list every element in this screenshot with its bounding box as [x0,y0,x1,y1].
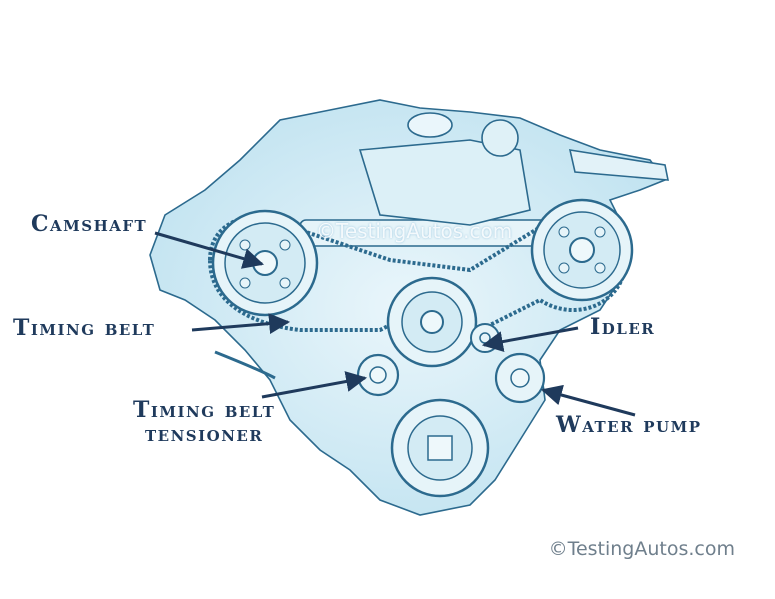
arrow-timing-belt [191,313,291,335]
label-tensioner-line2: tensioner [144,421,264,447]
arrow-camshaft [154,231,265,269]
arrow-tensioner [261,371,368,399]
oil-cap [407,112,453,138]
intake-manifold [568,149,669,181]
center-pulley [386,276,478,368]
label-camshaft: Camshaft [31,211,148,237]
camshaft-pulley-right [530,198,634,302]
label-timing-belt-tensioner: Timing belt tensioner [133,398,275,446]
copyright-notice: ©TestingAutos.com [548,538,735,560]
dipstick-tube [214,350,276,380]
tensioner-pulley [356,353,400,397]
arrow-idler [481,326,579,352]
crankshaft-pulley [390,398,490,498]
image-watermark: ©TestingAutos.com [316,219,513,243]
label-tensioner-line1: Timing belt [133,397,276,423]
idler-pulley [470,323,500,353]
label-idler: Idler [590,314,656,340]
label-water-pump: Water pump [556,412,702,438]
upper-housing [358,139,531,226]
callout-arrows [154,231,636,417]
arrow-water-pump [540,384,636,417]
throttle-body [481,119,519,157]
water-pump-pulley [494,352,546,404]
label-timing-belt: Timing belt [13,315,156,341]
camshaft-pulley-left [211,209,319,317]
